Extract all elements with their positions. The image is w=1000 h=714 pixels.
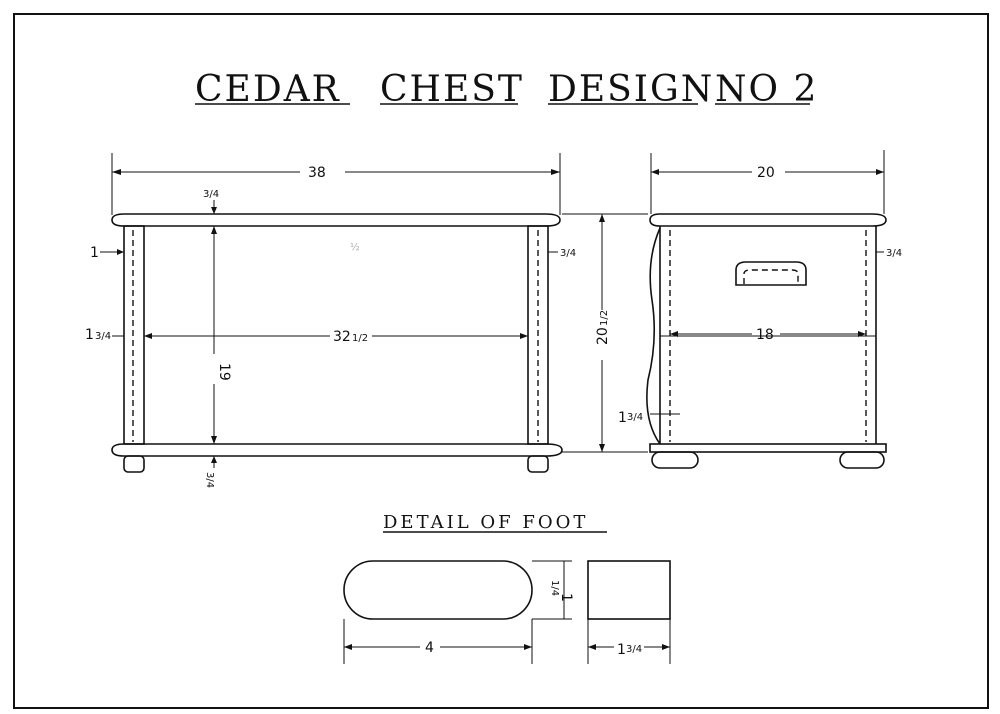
title-word-no: NO 2	[715, 69, 818, 110]
front-left-leg-width: 1	[90, 245, 99, 261]
sheet-border	[13, 13, 989, 709]
front-height: 19	[216, 363, 232, 381]
foot-plan-shape	[343, 560, 533, 620]
front-inner-arrow-left	[144, 333, 152, 339]
side-left-thickness-frac: 3/4	[627, 412, 643, 423]
side-overall-height: 20	[595, 327, 611, 345]
title-word-chest: CHEST	[380, 69, 524, 110]
foot-length: 4	[425, 640, 434, 656]
front-bottom-board	[111, 443, 563, 457]
side-lid-curve	[646, 227, 661, 445]
front-inner-width: 32	[333, 329, 351, 345]
front-top-board	[111, 213, 561, 227]
side-handle-hidden	[743, 269, 799, 284]
title-word-cedar: CEDAR	[195, 69, 341, 110]
front-inner-width-frac: 1/2	[352, 333, 368, 344]
front-right-leg	[527, 225, 549, 445]
front-height-arrow-bottom	[211, 436, 217, 444]
front-right-foot	[527, 455, 549, 473]
front-inner-arrow-right	[520, 333, 528, 339]
side-left-foot	[651, 451, 699, 469]
foot-end-shape	[587, 560, 671, 620]
front-height-arrow-top	[211, 226, 217, 234]
front-left-leg-depth: 1	[85, 327, 94, 343]
foot-length-arrow-left	[344, 644, 352, 650]
front-top-thickness-arrow	[211, 207, 217, 214]
side-bottom-board	[649, 443, 887, 453]
front-width-arrow-left	[112, 169, 121, 175]
height-arrow-top	[599, 214, 605, 222]
foot-length-arrow-right	[524, 644, 532, 650]
side-depth-arrow-left	[651, 169, 659, 175]
title-word-design: DESIGN	[548, 69, 714, 110]
side-view: 20 18 3/4 1 3/4	[618, 150, 902, 469]
side-depth-arrow-right	[876, 169, 884, 175]
front-left-leg-depth-frac: 3/4	[95, 331, 111, 342]
front-left-leg	[123, 225, 145, 445]
foot-width-arrow-left	[588, 644, 596, 650]
side-inner-depth: 18	[756, 327, 774, 343]
side-right-foot	[839, 451, 885, 469]
front-right-leg-thickness: 3/4	[560, 248, 576, 259]
height-arrow-bottom	[599, 444, 605, 452]
foot-detail-heading: DETAIL OF FOOT	[383, 512, 588, 533]
side-inner-arrow-right	[858, 331, 866, 337]
foot-width: 1	[617, 642, 626, 658]
side-overall-depth: 20	[757, 165, 775, 181]
front-overall-width: 38	[308, 165, 326, 181]
drawing-title: CEDAR CHEST DESIGN NO 2	[195, 69, 818, 110]
front-bottom-thickness: 3/4	[204, 472, 215, 488]
side-overall-height-frac: 1/2	[599, 310, 610, 326]
foot-height: 1	[558, 593, 574, 602]
side-handle	[735, 261, 807, 286]
foot-detail: DETAIL OF FOOT 1 1/4 4 1 3/4	[343, 512, 671, 664]
front-view: 38 32 1/2 19 3/4 3/4	[85, 153, 576, 488]
front-top-thickness: 3/4	[203, 189, 219, 200]
side-right-thickness: 3/4	[886, 248, 902, 259]
side-inner-arrow-left	[670, 331, 678, 337]
side-top-lid	[649, 213, 887, 227]
foot-width-frac: 3/4	[626, 644, 642, 655]
front-faint-mark: ½	[350, 241, 360, 253]
front-bottom-thickness-arrow	[211, 456, 217, 463]
side-height-dimension: 20 1/2	[562, 213, 648, 453]
foot-width-arrow-right	[662, 644, 670, 650]
front-left-foot	[123, 455, 145, 473]
foot-height-frac: 1/4	[549, 580, 560, 596]
side-left-thickness: 1	[618, 410, 627, 426]
front-left-leg-width-arrow	[117, 249, 124, 255]
front-width-arrow-right	[551, 169, 560, 175]
